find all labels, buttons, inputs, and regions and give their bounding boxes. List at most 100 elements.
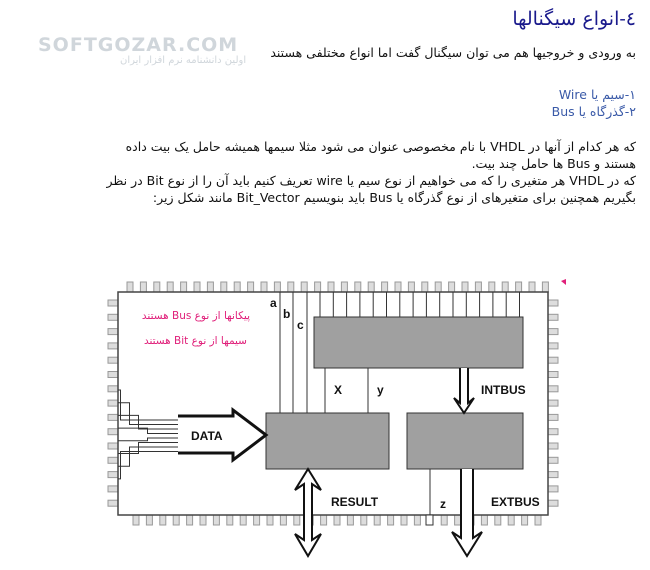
label-b: b: [283, 307, 290, 321]
label-c: c: [297, 318, 304, 332]
pin: [226, 514, 234, 526]
pin: [233, 281, 241, 293]
pin: [333, 514, 341, 526]
pin: [387, 514, 395, 526]
pin: [159, 514, 167, 526]
pin: [153, 281, 161, 293]
pin: [547, 456, 559, 464]
pin: [327, 281, 335, 293]
body-paragraph: که هر کدام از آنها در VHDL با نام مخصوصی…: [16, 138, 636, 206]
pin: [440, 514, 448, 526]
watermark-tagline: اولین دانشنامه نرم افزار ایران: [120, 55, 247, 66]
pin: [534, 514, 542, 526]
result-bus-arrow: [294, 467, 322, 558]
z-pin: [425, 514, 434, 526]
pin: [547, 471, 559, 479]
pin: [360, 514, 368, 526]
pin: [145, 514, 153, 526]
pin: [474, 281, 482, 293]
extbus-arrow: [451, 469, 483, 558]
paragraph-line: بگیریم همچنین برای متغیرهای از نوع گذرگا…: [152, 190, 636, 205]
data-wire: [118, 414, 178, 430]
pin: [528, 281, 536, 293]
pin: [454, 514, 462, 526]
pin: [300, 281, 308, 293]
pin: [547, 399, 559, 407]
data-bus-arrow: [178, 406, 269, 464]
pin: [107, 456, 119, 464]
pin: [354, 281, 362, 293]
pin: [253, 514, 261, 526]
pin: [515, 281, 523, 293]
pin: [480, 514, 488, 526]
pin: [107, 499, 119, 507]
pin: [547, 413, 559, 421]
pin: [287, 281, 295, 293]
pin: [547, 313, 559, 321]
pin: [501, 281, 509, 293]
pin: [239, 514, 247, 526]
pin: [186, 514, 194, 526]
data-wire: [118, 389, 178, 421]
pin: [107, 471, 119, 479]
pin: [107, 328, 119, 336]
label-extbus: EXTBUS: [491, 495, 540, 509]
pin: [547, 371, 559, 378]
pin: [107, 428, 119, 436]
pin: [212, 514, 220, 526]
label-intbus: INTBUS: [481, 383, 526, 397]
pin: [547, 499, 559, 507]
pin: [266, 514, 274, 526]
label-x: X: [334, 383, 342, 397]
pin: [139, 281, 147, 293]
pin: [107, 371, 119, 378]
section-heading: ٤-انواع سیگنالها: [512, 8, 636, 30]
pin: [461, 281, 469, 293]
pin: [413, 514, 421, 526]
intro-text: به ورودی و خروجیها هم می توان سیگنال گفت…: [270, 45, 636, 60]
data-wire: [118, 442, 178, 454]
wires: [118, 292, 520, 480]
paragraph-line: که هر کدام از آنها در VHDL با نام مخصوصی…: [125, 139, 636, 154]
pin: [547, 328, 559, 336]
pin: [107, 313, 119, 321]
pin: [547, 485, 559, 493]
list-item: ۲-گذرگاه یا Bus: [551, 104, 636, 119]
data-wire: [118, 402, 178, 425]
pin: [547, 428, 559, 436]
label-data: DATA: [191, 429, 223, 443]
pin: [193, 281, 201, 293]
pin: [494, 514, 502, 526]
pin: [507, 514, 515, 526]
intbus-arrow: [453, 368, 475, 415]
pin: [320, 514, 328, 526]
pin: [407, 281, 415, 293]
pin: [547, 385, 559, 393]
pin: [107, 413, 119, 421]
data-wire: [118, 451, 178, 480]
pin: [126, 281, 134, 293]
pin: [547, 299, 559, 307]
pin: [279, 514, 287, 526]
list-item: ۱-سیم یا Wire: [558, 87, 636, 102]
signal-types-list: ۱-سیم یا Wire ۲-گذرگاه یا Bus: [552, 86, 636, 120]
pin: [107, 342, 119, 350]
watermark: SOFTGOZAR.COM: [38, 34, 239, 56]
pin: [547, 442, 559, 450]
paragraph-line: که در VHDL هر متغیری را که می خواهیم از …: [106, 173, 636, 188]
pin: [172, 514, 180, 526]
data-wire: [118, 437, 178, 442]
legend-bit: سیمها از نوع Bit هستند: [144, 335, 247, 347]
pin: [107, 485, 119, 493]
data-wire: [118, 446, 178, 467]
pin: [107, 442, 119, 450]
pin: [107, 385, 119, 393]
pin: [488, 281, 496, 293]
pin: [107, 299, 119, 307]
pin: [434, 281, 442, 293]
pin: [547, 356, 559, 364]
paragraph-line: هستند و Bus ها حامل چند بیت.: [471, 156, 636, 171]
data-wire: [118, 427, 178, 434]
pin: [107, 356, 119, 364]
pin: [448, 281, 456, 293]
